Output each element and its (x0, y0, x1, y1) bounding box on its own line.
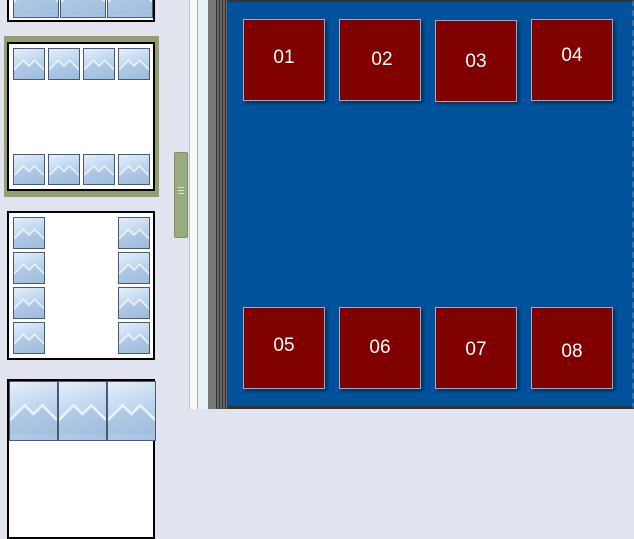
image-placeholder-icon (14, 263, 44, 283)
image-placeholder (13, 287, 45, 319)
frame-tile-05[interactable]: 05 (243, 307, 325, 389)
grip-icon (178, 187, 184, 194)
image-placeholder-icon (14, 59, 44, 79)
image-placeholder (13, 0, 59, 18)
layout-thumbnail-layout-4-top-4-bottom[interactable] (7, 42, 155, 191)
image-placeholder-icon (84, 59, 114, 79)
image-placeholder (13, 252, 45, 284)
image-placeholder (13, 322, 45, 354)
image-placeholder-icon (119, 333, 149, 353)
tile-label: 07 (465, 339, 487, 360)
frame-tile-01[interactable]: 01 (243, 19, 325, 101)
layout-thumbnail-layout-3-wide-top[interactable] (7, 0, 155, 22)
tile-label: 08 (561, 341, 583, 362)
image-placeholder-icon (59, 403, 106, 435)
image-placeholder (107, 381, 156, 441)
image-placeholder (118, 154, 150, 185)
frame-tile-06[interactable]: 06 (339, 307, 421, 389)
image-placeholder (58, 381, 107, 441)
image-placeholder (118, 322, 150, 354)
image-placeholder (48, 154, 80, 185)
scrollbar-thumb[interactable] (174, 152, 188, 238)
frame-tile-03[interactable]: 03 (435, 20, 517, 102)
tile-label: 06 (369, 337, 391, 358)
tile-label: 02 (371, 49, 393, 70)
splitter[interactable] (190, 0, 197, 409)
image-placeholder (83, 48, 115, 80)
image-placeholder-icon (49, 59, 79, 79)
image-placeholder-icon (14, 298, 44, 318)
image-placeholder (13, 154, 45, 185)
image-placeholder-icon (14, 333, 44, 353)
image-placeholder-icon (14, 0, 58, 15)
image-placeholder-icon (84, 164, 114, 184)
frame-tile-04[interactable]: 04 (531, 19, 613, 101)
image-placeholder (118, 287, 150, 319)
tile-label: 04 (561, 45, 583, 66)
frame-tile-08[interactable]: 08 (531, 307, 613, 389)
image-placeholder (107, 0, 153, 18)
tile-label: 01 (273, 47, 295, 68)
image-placeholder (83, 154, 115, 185)
image-placeholder-icon (119, 298, 149, 318)
image-placeholder (13, 217, 45, 249)
image-placeholder-icon (14, 228, 44, 248)
image-placeholder (48, 48, 80, 80)
panel-border (197, 0, 208, 409)
tile-label: 05 (273, 335, 295, 356)
image-placeholder-icon (119, 59, 149, 79)
canvas-frame-edge (216, 0, 227, 409)
layout-thumbnail-layout-4-left-4-right[interactable] (7, 211, 155, 360)
frame-tile-07[interactable]: 07 (435, 307, 517, 389)
image-placeholder-icon (61, 0, 105, 15)
image-placeholder-icon (108, 0, 152, 15)
image-placeholder-icon (119, 263, 149, 283)
canvas-frame (208, 0, 216, 409)
image-placeholder-icon (119, 228, 149, 248)
image-placeholder-icon (10, 403, 57, 435)
layout-thumbnail-layout-3-wide-bottom[interactable] (7, 379, 156, 539)
image-placeholder (118, 217, 150, 249)
frame-tile-02[interactable]: 02 (339, 19, 421, 101)
page-canvas[interactable]: 01 02 03 04 05 06 07 08 (227, 0, 634, 409)
image-placeholder-icon (108, 403, 155, 435)
image-placeholder (118, 252, 150, 284)
image-placeholder (9, 381, 58, 441)
image-placeholder (60, 0, 106, 18)
image-placeholder-icon (14, 164, 44, 184)
image-placeholder (118, 48, 150, 80)
image-placeholder (13, 48, 45, 80)
image-placeholder-icon (119, 164, 149, 184)
tile-label: 03 (465, 51, 487, 72)
layout-thumbnail-panel (0, 0, 172, 539)
image-placeholder-icon (49, 164, 79, 184)
